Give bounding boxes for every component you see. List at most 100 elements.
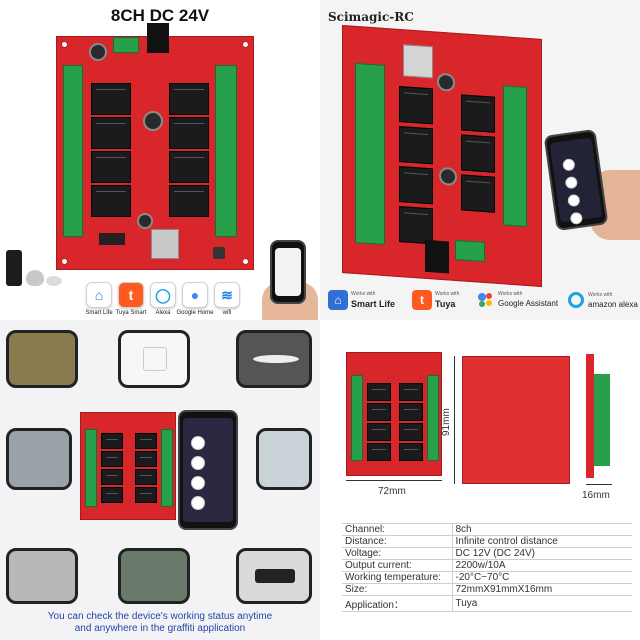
power-terminal	[113, 37, 139, 53]
table-row: Distance:Infinite control distance	[342, 535, 632, 548]
spec-value: Tuya	[452, 595, 632, 612]
height-dimension: 91mm	[441, 408, 452, 436]
relay-board	[56, 23, 254, 270]
logo-name: Google Assistant	[498, 299, 559, 308]
wifi-module	[151, 229, 179, 259]
capacitor	[439, 166, 457, 187]
relay-board-front	[346, 352, 442, 476]
relay	[169, 185, 209, 217]
wifi-icon: ≋	[214, 282, 240, 308]
spec-table: Channel:8ch Distance:Infinite control di…	[342, 523, 632, 612]
terminal-block-right	[503, 85, 527, 227]
relay	[169, 83, 209, 115]
wifi-module	[403, 44, 433, 79]
product-title: 8CH DC 24V	[110, 6, 210, 25]
relay	[169, 117, 209, 149]
relay	[91, 151, 131, 183]
relay	[461, 94, 495, 133]
scene-device-bubble	[236, 548, 312, 604]
terminal-block-left	[355, 62, 385, 246]
relay-board	[80, 412, 176, 520]
capacitor	[143, 111, 163, 131]
app-label: Google Home	[176, 310, 214, 316]
scene-curtain-bubble	[256, 428, 312, 490]
speaker-icon	[26, 270, 44, 286]
depth-dimension: 16mm	[582, 490, 610, 501]
logo-name: Smart Life	[351, 299, 396, 309]
relay-board	[342, 25, 542, 287]
table-row: Working temperature:-20°C~70°C	[342, 571, 632, 584]
scene-gate2-bubble	[6, 428, 72, 490]
smart-life-icon: ⌂	[86, 282, 112, 308]
power-terminal	[455, 239, 485, 263]
spec-key: Channel:	[342, 523, 453, 536]
logo-name: Tuya	[435, 299, 456, 309]
dc-jack	[425, 239, 449, 274]
table-row: Channel:8ch	[342, 523, 632, 536]
spec-key: Size:	[342, 583, 453, 596]
relay	[91, 83, 131, 115]
relay	[399, 205, 433, 245]
brand-name: Scimagic-RC	[328, 10, 414, 24]
smartphone-icon	[178, 410, 238, 530]
capacitor	[437, 72, 455, 92]
tuya-icon: t	[118, 282, 144, 308]
app-label: Tuya Smart	[115, 310, 147, 316]
spec-key: Distance:	[342, 535, 453, 548]
relay	[91, 117, 131, 149]
scene-garage-bubble	[6, 548, 78, 604]
relay	[399, 125, 433, 165]
spec-value: 2200w/10A	[452, 559, 632, 572]
scene-gate-bubble	[6, 330, 78, 388]
reset-button	[213, 247, 225, 259]
spec-key: Voltage:	[342, 547, 453, 560]
table-row: Voltage:DC 12V (DC 24V)	[342, 547, 632, 560]
relay-board-back	[462, 356, 570, 484]
smartphone-icon	[543, 128, 609, 232]
terminal-block-right	[215, 65, 237, 237]
panel-board-top-view: 8CH DC 24V ⌂ Smart Life t Tuya Smart ◯ A…	[0, 0, 320, 320]
caption-line-2: and anywhere in the graffiti application	[74, 623, 246, 634]
capacitor	[137, 213, 153, 229]
alexa-icon: ◯	[150, 282, 176, 308]
table-row: Size:72mmX91mmX16mm	[342, 583, 632, 596]
scene-socket-bubble	[118, 330, 190, 388]
spec-key: Output current:	[342, 559, 453, 572]
logo-name: amazon alexa	[588, 300, 638, 309]
dc-jack	[147, 23, 169, 53]
width-dimension: 72mm	[378, 486, 406, 497]
spec-value: 8ch	[452, 523, 632, 536]
logo-small-text: Works with	[498, 291, 523, 297]
relay	[461, 174, 495, 213]
panel-board-angled-view: Scimagic-RC ⌂ Works with Smart Life t Wo…	[320, 0, 640, 320]
app-label: Alexa	[155, 310, 171, 316]
panel-application-scenes: You can check the device's working statu…	[0, 320, 320, 640]
scene-fence-bubble	[118, 548, 190, 604]
smart-life-logo: ⌂	[328, 290, 348, 310]
relay	[91, 185, 131, 217]
speaker-icon	[6, 250, 22, 286]
logo-small-text: Works with	[435, 291, 460, 297]
relay-board-side	[586, 354, 594, 478]
relay	[399, 165, 433, 205]
spec-value: -20°C~70°C	[452, 571, 632, 584]
logo-small-text: Works with	[588, 292, 613, 298]
speaker-icon	[46, 276, 62, 286]
caption-line-1: You can check the device's working statu…	[47, 611, 273, 622]
spec-key: Application：	[342, 595, 453, 612]
terminal-block-left	[63, 65, 83, 237]
terminal-side	[594, 374, 610, 466]
table-row: Output current:2200w/10A	[342, 559, 632, 572]
lamp-icon	[253, 355, 299, 363]
spec-value: Infinite control distance	[452, 535, 632, 548]
relay	[461, 134, 495, 173]
scene-lamp-bubble	[236, 330, 312, 388]
spec-key: Working temperature:	[342, 571, 453, 584]
chip	[99, 233, 125, 245]
wall-socket-icon	[143, 347, 167, 371]
smartphone-icon	[270, 240, 306, 304]
alexa-icon	[568, 292, 584, 308]
spec-value: DC 12V (DC 24V)	[452, 547, 632, 560]
google-home-icon: ●	[182, 282, 208, 308]
relay	[169, 151, 209, 183]
